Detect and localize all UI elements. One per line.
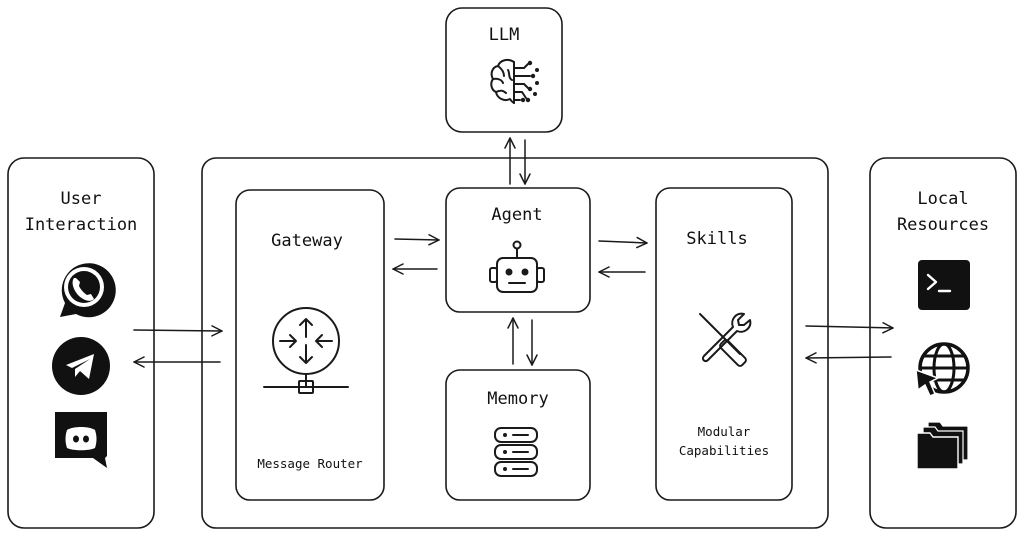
arrow-gateway-to-agent: [394, 234, 440, 246]
arrow-resources-to-skills: [805, 352, 892, 364]
gateway-box: [235, 189, 385, 501]
local-resources-label-line2: Resources: [897, 215, 989, 235]
skills-node[interactable]: Skills Modular Capabilities: [655, 187, 793, 501]
user-interaction-label-line1: User: [61, 189, 102, 209]
agent-node[interactable]: Agent: [445, 187, 591, 313]
arrow-user-to-gateway: [133, 325, 223, 337]
whatsapp-icon[interactable]: [60, 263, 116, 318]
arrow-skills-to-resources: [805, 322, 894, 334]
robot-icon: [489, 240, 545, 293]
system-container: [201, 157, 829, 529]
llm-box: [445, 7, 563, 133]
brain-circuit-icon: [490, 58, 539, 104]
user-interaction-node[interactable]: User Interaction: [7, 157, 155, 529]
database-icon: [494, 427, 538, 477]
gateway-label: Gateway: [271, 231, 343, 251]
memory-node[interactable]: Memory: [445, 369, 591, 501]
connections: [133, 137, 894, 368]
skills-label: Skills: [686, 229, 747, 249]
web-globe-icon[interactable]: [915, 342, 970, 397]
llm-node[interactable]: LLM: [445, 7, 563, 133]
discord-icon[interactable]: [55, 412, 107, 468]
agent-label: Agent: [491, 205, 542, 225]
arrow-agent-to-skills: [598, 236, 648, 249]
router-icon: [263, 307, 349, 394]
telegram-icon[interactable]: [52, 337, 110, 395]
tools-icon: [699, 312, 752, 367]
user-interaction-label-line2: Interaction: [25, 215, 138, 235]
gateway-sublabel: Message Router: [257, 456, 363, 471]
memory-label: Memory: [487, 389, 548, 409]
local-resources-node[interactable]: Local Resources: [869, 157, 1017, 529]
skills-sublabel-line2: Capabilities: [679, 443, 769, 458]
gateway-node[interactable]: Gateway Message Router: [235, 189, 385, 501]
folders-icon[interactable]: [916, 421, 969, 470]
skills-sublabel-line1: Modular: [698, 424, 751, 439]
llm-label: LLM: [489, 25, 520, 45]
local-resources-label-line1: Local: [917, 189, 968, 209]
terminal-icon[interactable]: [918, 260, 970, 310]
